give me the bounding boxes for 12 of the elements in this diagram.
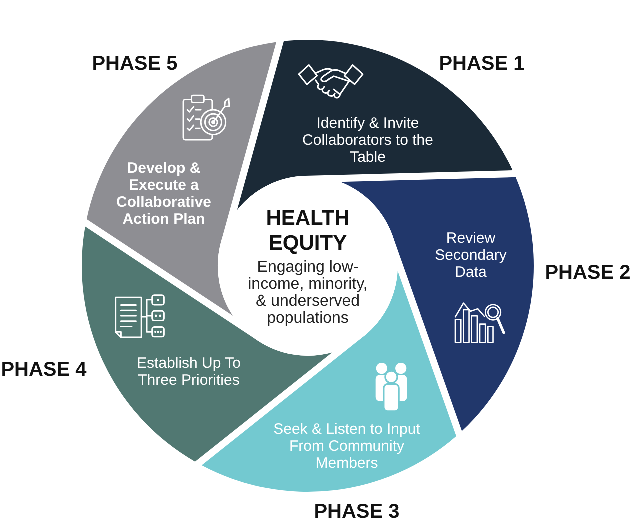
step-text: Seek & Listen to Input From Community Members [272, 420, 422, 472]
hub-title: HEALTH EQUITY [265, 206, 351, 256]
hub-subtitle: Engaging low-income, minority, & underserved populations [247, 258, 369, 326]
phase-label: PHASE 2 [545, 261, 631, 285]
phase-label: PHASE 3 [314, 500, 400, 524]
phase-label: PHASE 5 [92, 52, 178, 76]
step-text: Develop & Execute a Collaborative Action Plan [115, 160, 213, 228]
step-text: Establish Up To Three Priorities [136, 354, 242, 388]
phase-label: PHASE 4 [1, 358, 87, 382]
step-text: Review Secondary Data [434, 230, 508, 280]
phase-label: PHASE 1 [439, 52, 525, 76]
step-text: Identify & Invite Collaborators to the Table [302, 114, 434, 166]
